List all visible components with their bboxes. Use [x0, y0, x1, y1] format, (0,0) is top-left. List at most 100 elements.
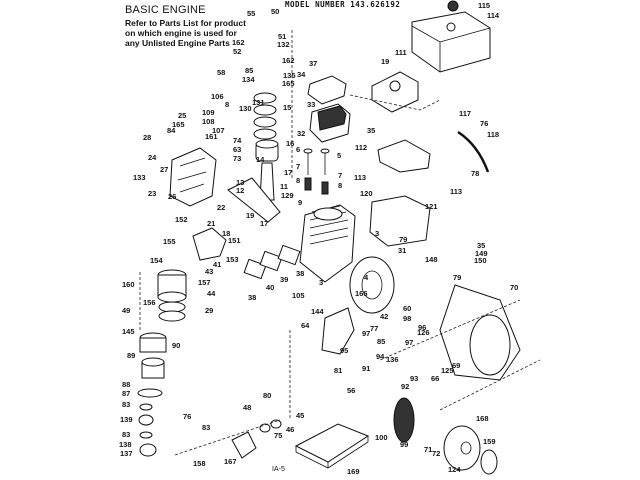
- part-number-label: 155: [163, 237, 176, 246]
- part-number-label: 35: [367, 126, 375, 135]
- part-number-label: 107: [212, 126, 225, 135]
- part-number-label: 46: [286, 425, 294, 434]
- part-number-label: 11: [280, 182, 288, 191]
- part-number-label: 8: [338, 181, 342, 190]
- crankcase-cover: [169, 147, 217, 207]
- part-number-label: 149: [475, 249, 488, 258]
- part-number-label: 15: [283, 103, 291, 112]
- part-number-label: 97: [405, 338, 413, 347]
- part-number-label: 52: [233, 47, 241, 56]
- part-number-label: 9: [298, 198, 302, 207]
- fuel-line: [457, 130, 490, 173]
- part-number-label: 129: [281, 191, 294, 200]
- part-number-label: 24: [148, 153, 157, 162]
- part-number-label: 165: [172, 120, 185, 129]
- brake-plate: [321, 307, 355, 355]
- part-number-label: 38: [296, 269, 304, 278]
- part-number-label: 91: [362, 364, 370, 373]
- part-number-label: 81: [334, 366, 342, 375]
- part-number-label: 73: [233, 154, 241, 163]
- part-number-label: 31: [398, 246, 406, 255]
- starter-pulley: [393, 397, 415, 443]
- blower-housing-top: [371, 71, 419, 113]
- part-number-label: 60: [403, 304, 411, 313]
- engine-block: [299, 204, 356, 283]
- part-number-label: 79: [453, 273, 461, 282]
- part-number-label: 87: [122, 389, 130, 398]
- assembly-lines: [139, 30, 541, 456]
- part-number-label: 152: [175, 215, 188, 224]
- part-number-label: 26: [168, 192, 176, 201]
- part-number-label: 17: [260, 219, 268, 228]
- part-number-label: 144: [311, 307, 324, 316]
- part-number-label: 94: [376, 352, 385, 361]
- part-number-label: 23: [148, 189, 156, 198]
- part-number-label: 125: [441, 366, 454, 375]
- connecting-rod: [259, 162, 275, 201]
- part-number-label: 29: [205, 306, 213, 315]
- part-number-label: 111: [395, 48, 407, 57]
- head-gasket: [307, 75, 347, 105]
- part-number-label: 45: [296, 411, 304, 420]
- part-number-label: 167: [224, 457, 237, 466]
- part-number-label: 168: [476, 414, 489, 423]
- part-number-label: 98: [403, 314, 411, 323]
- part-number-label: 70: [510, 283, 518, 292]
- valves: [303, 148, 330, 195]
- part-number-label: 162: [232, 38, 245, 47]
- part-number-label: 90: [172, 341, 180, 350]
- part-number-label: 99: [400, 440, 408, 449]
- part-number-label: 151: [228, 236, 241, 245]
- part-number-label: 132: [277, 40, 290, 49]
- part-number-label: 89: [127, 351, 135, 360]
- part-number-label: 75: [274, 431, 282, 440]
- part-number-label: 96: [418, 323, 426, 332]
- part-number-label: 50: [271, 7, 279, 16]
- part-number-label: 83: [202, 423, 210, 432]
- part-number-label: 126: [417, 328, 430, 337]
- part-number-label: 78: [471, 169, 479, 178]
- carburetor-lower: [231, 419, 282, 459]
- model-number: MODEL NUMBER 143.626192: [285, 0, 401, 9]
- part-number-label: 113: [450, 187, 462, 196]
- part-number-label: 16: [286, 139, 294, 148]
- part-number-label: 34: [297, 70, 306, 79]
- part-number-label: 18: [222, 229, 230, 238]
- part-number-label: 100: [375, 433, 388, 442]
- part-number-label: 97: [362, 329, 370, 338]
- part-number-label: 118: [487, 130, 499, 139]
- part-number-label: 7: [338, 171, 342, 180]
- part-number-label: 58: [217, 68, 225, 77]
- part-number-label: 14: [256, 155, 265, 164]
- part-number-label: 4: [364, 273, 369, 282]
- part-number-label: 145: [122, 327, 135, 336]
- part-number-label: 12: [236, 186, 244, 195]
- part-number-label: 121: [425, 202, 438, 211]
- part-number-label: 169: [347, 467, 360, 476]
- part-number-label: 106: [211, 92, 224, 101]
- part-number-label: 161: [205, 132, 218, 141]
- part-number-label: 37: [309, 59, 317, 68]
- part-number-label: 17: [284, 168, 292, 177]
- part-number-label: 19: [246, 211, 254, 220]
- part-number-label: 72: [432, 449, 440, 458]
- part-number-label: 6: [296, 145, 300, 154]
- cylinder-head: [309, 103, 351, 143]
- part-number-label: 95: [340, 346, 348, 355]
- part-number-label: 76: [183, 412, 191, 421]
- part-number-label: 131: [252, 98, 265, 107]
- part-number-label: 19: [381, 57, 389, 66]
- part-number-label: 139: [120, 415, 133, 424]
- part-number-label: 148: [425, 255, 438, 264]
- part-number-label: 136: [386, 355, 399, 364]
- part-number-label: 166: [355, 289, 368, 298]
- part-number-label: 27: [160, 165, 168, 174]
- part-number-label: 114: [487, 11, 500, 20]
- part-number-label: 137: [120, 449, 133, 458]
- part-number-label: 88: [122, 380, 130, 389]
- part-number-label: 43: [205, 267, 213, 276]
- part-number-label: 83: [122, 400, 130, 409]
- part-number-label: 51: [278, 32, 286, 41]
- part-number-label: 157: [198, 278, 211, 287]
- part-number-label: 85: [245, 66, 253, 75]
